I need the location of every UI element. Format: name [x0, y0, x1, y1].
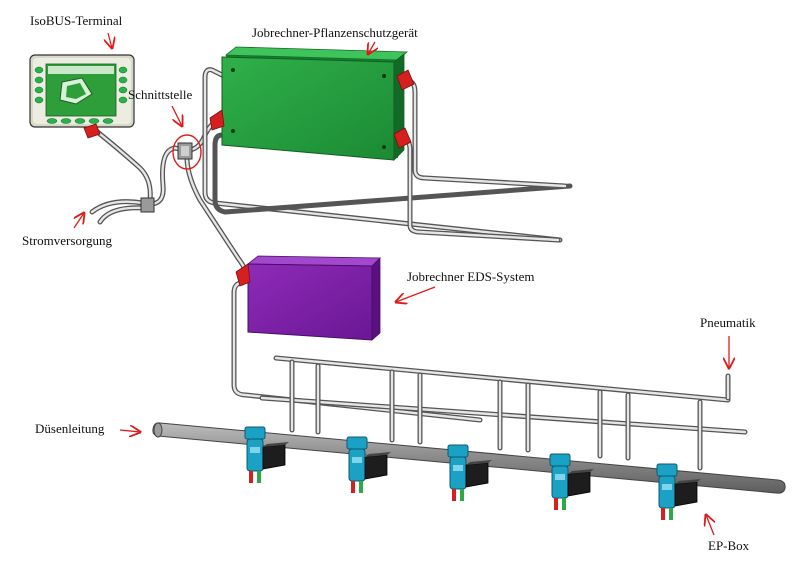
nozzle-units — [244, 426, 701, 520]
ep-box-icon — [465, 460, 492, 488]
arrow-isobus — [108, 32, 112, 48]
jobrechner-eds-box — [235, 255, 381, 341]
ep-box-icon — [567, 469, 594, 497]
cable-network — [89, 67, 573, 423]
label-isobus-terminal: IsoBUS-Terminal — [30, 13, 123, 28]
arrow-jobrechner-psg — [368, 41, 375, 54]
schnittstelle-connector — [172, 134, 202, 170]
label-jobrechner-eds: Jobrechner EDS-System — [407, 269, 534, 284]
ep-box-icon — [262, 442, 289, 470]
label-pneumatik: Pneumatik — [700, 315, 756, 330]
nozzle-unit-icon — [244, 426, 289, 483]
nozzle-unit-icon — [346, 436, 391, 493]
label-stromversorgung: Stromversorgung — [22, 233, 113, 248]
nozzle-unit-icon — [549, 453, 594, 510]
arrow-stromversorgung — [74, 213, 84, 229]
nozzle-unit-icon — [656, 463, 701, 520]
isobus-terminal-icon — [29, 54, 135, 139]
label-duesenleitung: Düsenleitung — [35, 421, 105, 436]
arrow-duesenleitung — [119, 430, 140, 432]
ep-box-icon — [674, 479, 701, 507]
pneumatic-frame — [259, 355, 748, 471]
label-jobrechner-pflanzenschutzgeraet: Jobrechner-Pflanzenschutzgerät — [252, 25, 418, 40]
label-schnittstelle: Schnittstelle — [128, 87, 193, 102]
nozzle-unit-icon — [447, 444, 492, 501]
power-junction — [140, 197, 155, 213]
arrow-schnittstelle — [171, 105, 182, 126]
arrow-jobrechner-eds — [396, 286, 436, 302]
arrow-ep-box — [706, 515, 714, 536]
jobrechner-pflanzenschutz-box — [209, 46, 415, 161]
ep-box-icon — [364, 452, 391, 480]
label-ep-box: EP-Box — [708, 538, 750, 553]
annotation-arrows — [74, 32, 729, 536]
terminal-softkeys — [34, 66, 128, 124]
boom-pipe — [152, 422, 786, 494]
